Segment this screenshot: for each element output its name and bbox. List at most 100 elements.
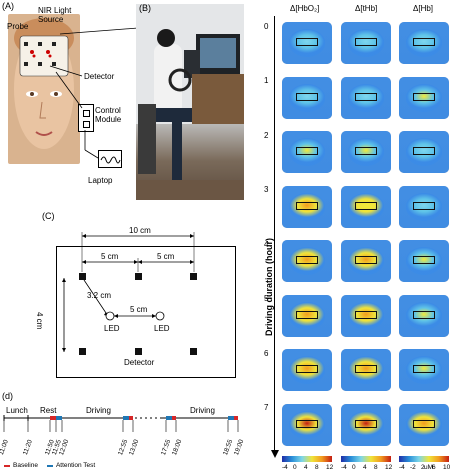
brain-map	[282, 403, 332, 446]
colorbar-1	[282, 456, 332, 462]
y-tick-label: 5	[264, 294, 269, 303]
y-tick-label: 0	[264, 21, 269, 31]
timeline	[3, 415, 239, 432]
control-module-label: Control Module	[95, 106, 122, 124]
roi-box	[413, 147, 435, 155]
baseline-swatch	[4, 464, 10, 467]
roi-box	[355, 201, 377, 210]
heatmap-cell	[399, 76, 449, 119]
dim-total: 10 cm	[129, 226, 151, 235]
led-right-label: LED	[154, 324, 170, 333]
timeline-legend: Baseline Attention Test	[4, 462, 95, 469]
heatmap-cell	[399, 403, 449, 446]
roi-box	[296, 147, 318, 155]
heatmap-cell	[399, 185, 449, 228]
colorbar-tick-label: 8	[315, 464, 319, 471]
colorbar-tick-label: 4	[304, 464, 308, 471]
head-illustration	[14, 18, 74, 149]
probe-layout-diagram	[62, 232, 197, 355]
heatmap-cell	[341, 76, 391, 119]
heatmap-cell	[341, 185, 391, 228]
y-axis-label: Driving duration (hour)	[264, 238, 274, 336]
heatmap-cell	[341, 131, 391, 173]
roi-box	[413, 92, 435, 101]
probe-layout-frame	[56, 246, 236, 378]
roi-box	[355, 92, 377, 101]
y-tick-label: 4	[264, 239, 269, 249]
brain-map	[341, 76, 391, 119]
dim-vertical: 4 cm	[35, 312, 44, 330]
phase-rest: Rest	[40, 406, 57, 415]
heatmap-cell	[282, 349, 332, 391]
colorbar-tick-label: -4	[341, 464, 347, 471]
roi-box	[355, 256, 377, 264]
attention-swatch	[46, 464, 53, 467]
heatmap-cell	[282, 294, 332, 337]
colorbar-tick-label: -4	[282, 464, 288, 471]
dim-right: 5 cm	[157, 252, 175, 261]
roi-box	[296, 419, 318, 428]
roi-box	[296, 365, 318, 373]
control-module-box	[78, 104, 94, 132]
heatmap-cell	[341, 349, 391, 391]
roi-box	[355, 419, 377, 428]
column-header-hb: Δ[Hb]	[413, 4, 434, 13]
colorbar-tick-label: 0	[352, 464, 356, 471]
roi-box	[355, 38, 377, 46]
laptop-icon	[98, 150, 122, 168]
detector-label: Detector	[84, 72, 115, 81]
driving-simulator-photo	[136, 4, 244, 200]
nir-source-label: NIR Light Source	[38, 6, 72, 24]
led-left-label: LED	[104, 324, 120, 333]
heatmap-cell	[399, 240, 449, 282]
heatmap-cell	[341, 403, 391, 446]
heatmap-cell	[282, 131, 332, 173]
panel-c-letter: (C)	[42, 211, 55, 221]
panel-d-letter: (d)	[2, 391, 13, 401]
phase-driving-2: Driving	[190, 406, 215, 415]
brain-map	[399, 185, 449, 228]
baseline-legend-label: Baseline	[13, 462, 38, 469]
heatmap-cell	[282, 403, 332, 446]
y-tick-label: 6	[264, 348, 269, 358]
roi-box	[296, 310, 318, 319]
roi-box	[355, 310, 377, 319]
time-label: 13:00	[128, 438, 141, 457]
heatmap-cell	[399, 22, 449, 64]
brain-map	[282, 349, 332, 391]
brain-map	[282, 22, 332, 64]
detector-position-label: Detector	[124, 358, 155, 367]
heatmap-cell	[282, 240, 332, 282]
colorbar-tick-label: 12	[326, 464, 334, 471]
y-tick-label: 2	[264, 130, 269, 140]
colorbar-tick-label: 8	[374, 464, 378, 471]
heatmap-cell	[282, 185, 332, 228]
roi-box	[413, 419, 435, 428]
y-axis-arrow	[271, 450, 279, 458]
phase-lunch: Lunch	[6, 406, 28, 415]
phase-driving-1: Driving	[86, 406, 111, 415]
brain-map	[341, 131, 391, 173]
roi-box	[355, 365, 377, 373]
brain-map	[282, 294, 332, 337]
laptop-label: Laptop	[88, 176, 113, 185]
colorbar-tick-label: 4	[363, 464, 367, 471]
colorbar-tick-label: -4	[399, 464, 405, 471]
brain-map	[341, 403, 391, 446]
heatmap-cell	[399, 131, 449, 173]
heatmap-cell	[341, 22, 391, 64]
brain-map	[341, 22, 391, 64]
roi-box	[355, 147, 377, 155]
roi-box	[296, 201, 318, 210]
brain-map	[399, 131, 449, 173]
heatmap-cell	[282, 22, 332, 64]
roi-box	[296, 256, 318, 264]
brain-map	[341, 349, 391, 391]
colorbar-tick-label: 6	[432, 464, 436, 471]
heatmap-cell	[341, 240, 391, 282]
head-photo	[8, 14, 80, 164]
brain-map	[399, 294, 449, 337]
colorbar-tick-label: 12	[385, 464, 393, 471]
y-axis-line	[274, 16, 275, 456]
colorbar-2	[341, 456, 391, 462]
